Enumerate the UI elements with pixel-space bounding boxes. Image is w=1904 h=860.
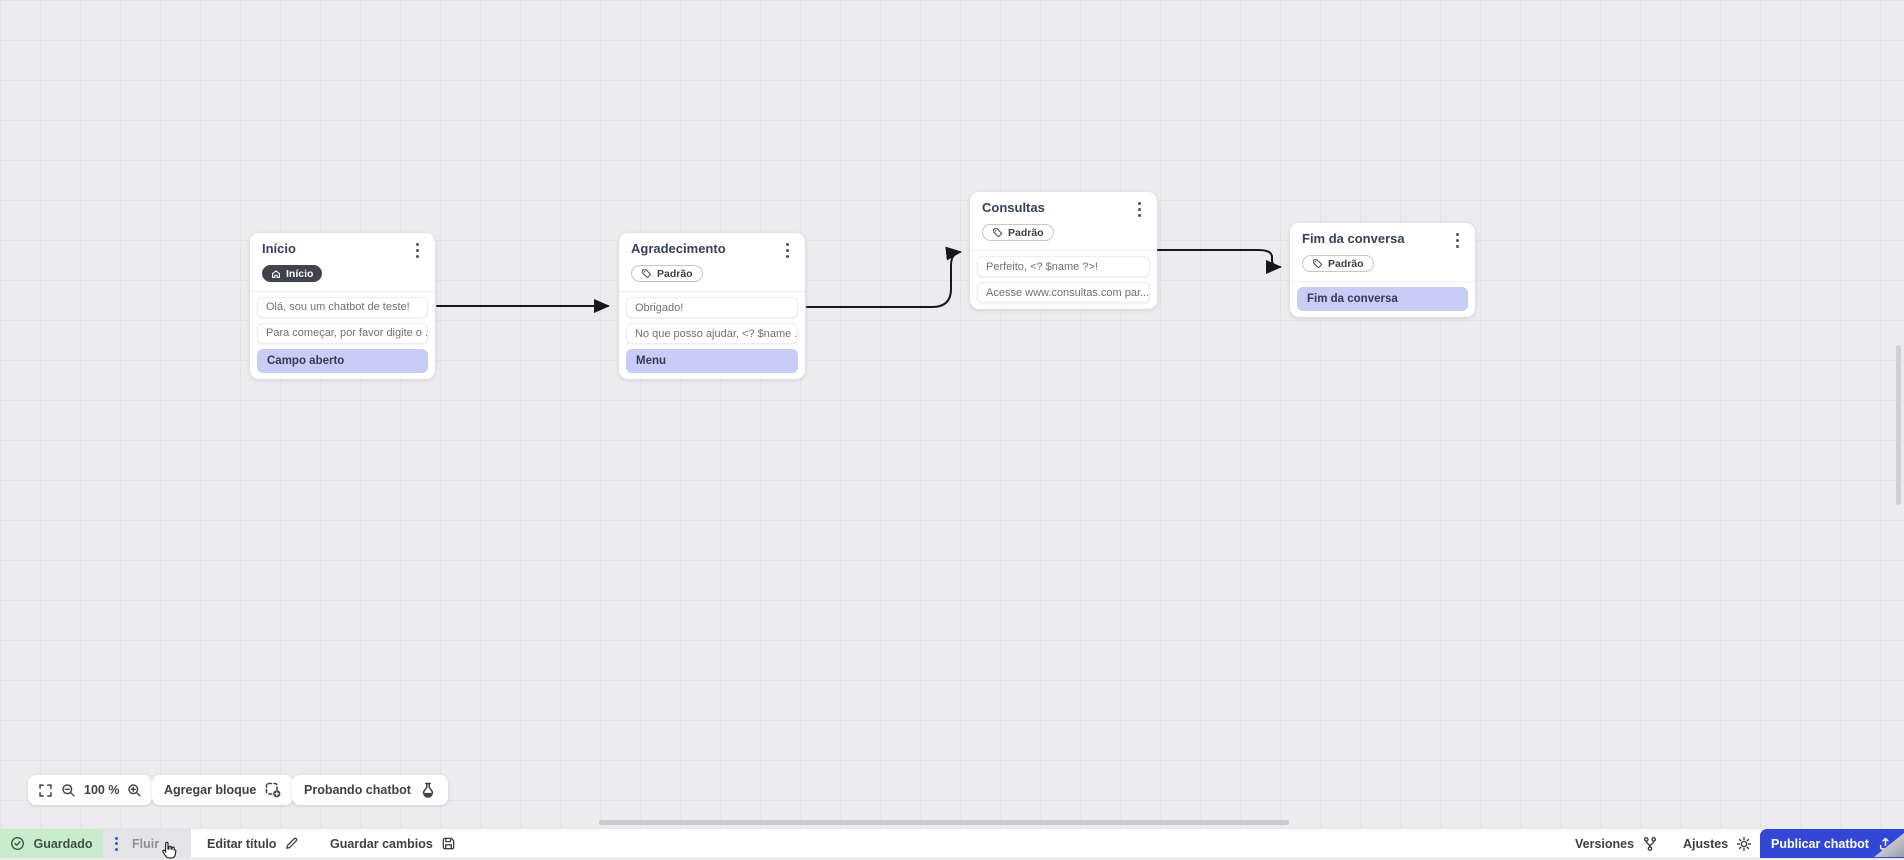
flow-node-fim-da-conversa[interactable]: Fim da conversa Padrão Fim da conversa [1290,223,1475,317]
connection-agradecimento-consultas [807,252,960,307]
message-row[interactable]: Obrigado! [626,297,798,318]
zoom-level: 100 % [84,783,119,797]
edit-title-label: Editar título [207,837,276,851]
node-header: Fim da conversa Padrão [1290,223,1475,281]
node-type-badge: Padrão [1302,255,1374,272]
flow-node-agradecimento[interactable]: Agradecimento Padrão Obrigado! No que po… [619,233,805,379]
saved-status-badge: Guardado [0,829,103,858]
upload-icon [1878,836,1893,851]
pencil-icon [284,836,299,851]
flask-icon [420,782,436,798]
connection-consultas-fim [1158,250,1280,267]
edit-title-button[interactable]: Editar título [207,829,299,858]
save-changes-label: Guardar cambios [330,837,433,851]
message-row[interactable]: No que posso ajudar, <? $name ... [626,323,798,344]
message-row[interactable]: Acesse www.consultas.com par... [977,282,1150,303]
kebab-menu-icon[interactable] [1452,231,1463,250]
message-row[interactable]: Perfeito, <? $name ?>! [977,256,1150,277]
tag-icon [641,268,652,279]
save-icon [441,836,456,851]
zoom-in-icon[interactable] [127,783,142,798]
node-title: Início [262,241,296,257]
kebab-menu-icon[interactable] [115,837,118,851]
fullscreen-icon[interactable] [38,783,53,798]
flow-node-inicio[interactable]: Início Início Olá, sou um chatbot de tes… [250,233,435,379]
tag-icon [992,227,1003,238]
home-icon [271,269,281,279]
node-type-badge: Padrão [631,265,703,282]
versions-button[interactable]: Versiones [1575,829,1658,858]
node-header: Início Início [250,233,435,291]
add-block-icon [265,782,281,798]
zoom-toolbar: 100 % [28,775,152,805]
badge-label: Início [286,268,313,280]
tab-flow[interactable]: Fluir [103,829,191,858]
kebab-menu-icon[interactable] [412,241,423,260]
gear-icon [1736,836,1752,852]
save-changes-button[interactable]: Guardar cambios [330,829,456,858]
status-bar: Guardado Fluir Editar título Guardar cam… [0,828,1904,857]
message-row[interactable]: Olá, sou um chatbot de teste! [257,297,428,318]
test-chatbot-button[interactable]: Probando chatbot [292,775,448,805]
settings-button[interactable]: Ajustes [1683,829,1752,858]
versions-label: Versiones [1575,837,1634,851]
horizontal-scrollbar[interactable] [599,820,1289,825]
badge-label: Padrão [1008,227,1044,239]
node-header: Consultas Padrão [970,192,1157,250]
check-circle-icon [10,836,25,851]
test-chatbot-label: Probando chatbot [304,783,411,797]
zoom-out-icon[interactable] [61,783,76,798]
settings-label: Ajustes [1683,837,1728,851]
kebab-menu-icon[interactable] [782,241,793,260]
flow-node-consultas[interactable]: Consultas Padrão Perfeito, <? $name ?>! … [970,192,1157,309]
vertical-scrollbar[interactable] [1896,345,1901,505]
action-row[interactable]: Menu [626,349,798,373]
flow-tab-label: Fluir [132,837,159,851]
action-row[interactable]: Campo aberto [257,349,428,373]
node-header: Agradecimento Padrão [619,233,805,291]
publish-chatbot-button[interactable]: Publicar chatbot [1760,829,1904,858]
git-branch-icon [1642,836,1658,852]
node-title: Agradecimento [631,241,726,257]
saved-label: Guardado [33,837,92,851]
node-title: Fim da conversa [1302,231,1405,247]
add-block-label: Agregar bloque [164,783,256,797]
node-title: Consultas [982,200,1045,216]
publish-label: Publicar chatbot [1771,837,1869,851]
badge-label: Padrão [1328,258,1364,270]
add-block-button[interactable]: Agregar bloque [152,775,293,805]
badge-label: Padrão [657,268,693,280]
node-type-badge: Padrão [982,224,1054,241]
action-row[interactable]: Fim da conversa [1297,287,1468,311]
kebab-menu-icon[interactable] [1134,200,1145,219]
message-row[interactable]: Para começar, por favor digite o ... [257,323,428,344]
tag-icon [1312,258,1323,269]
node-type-badge: Início [262,265,322,282]
